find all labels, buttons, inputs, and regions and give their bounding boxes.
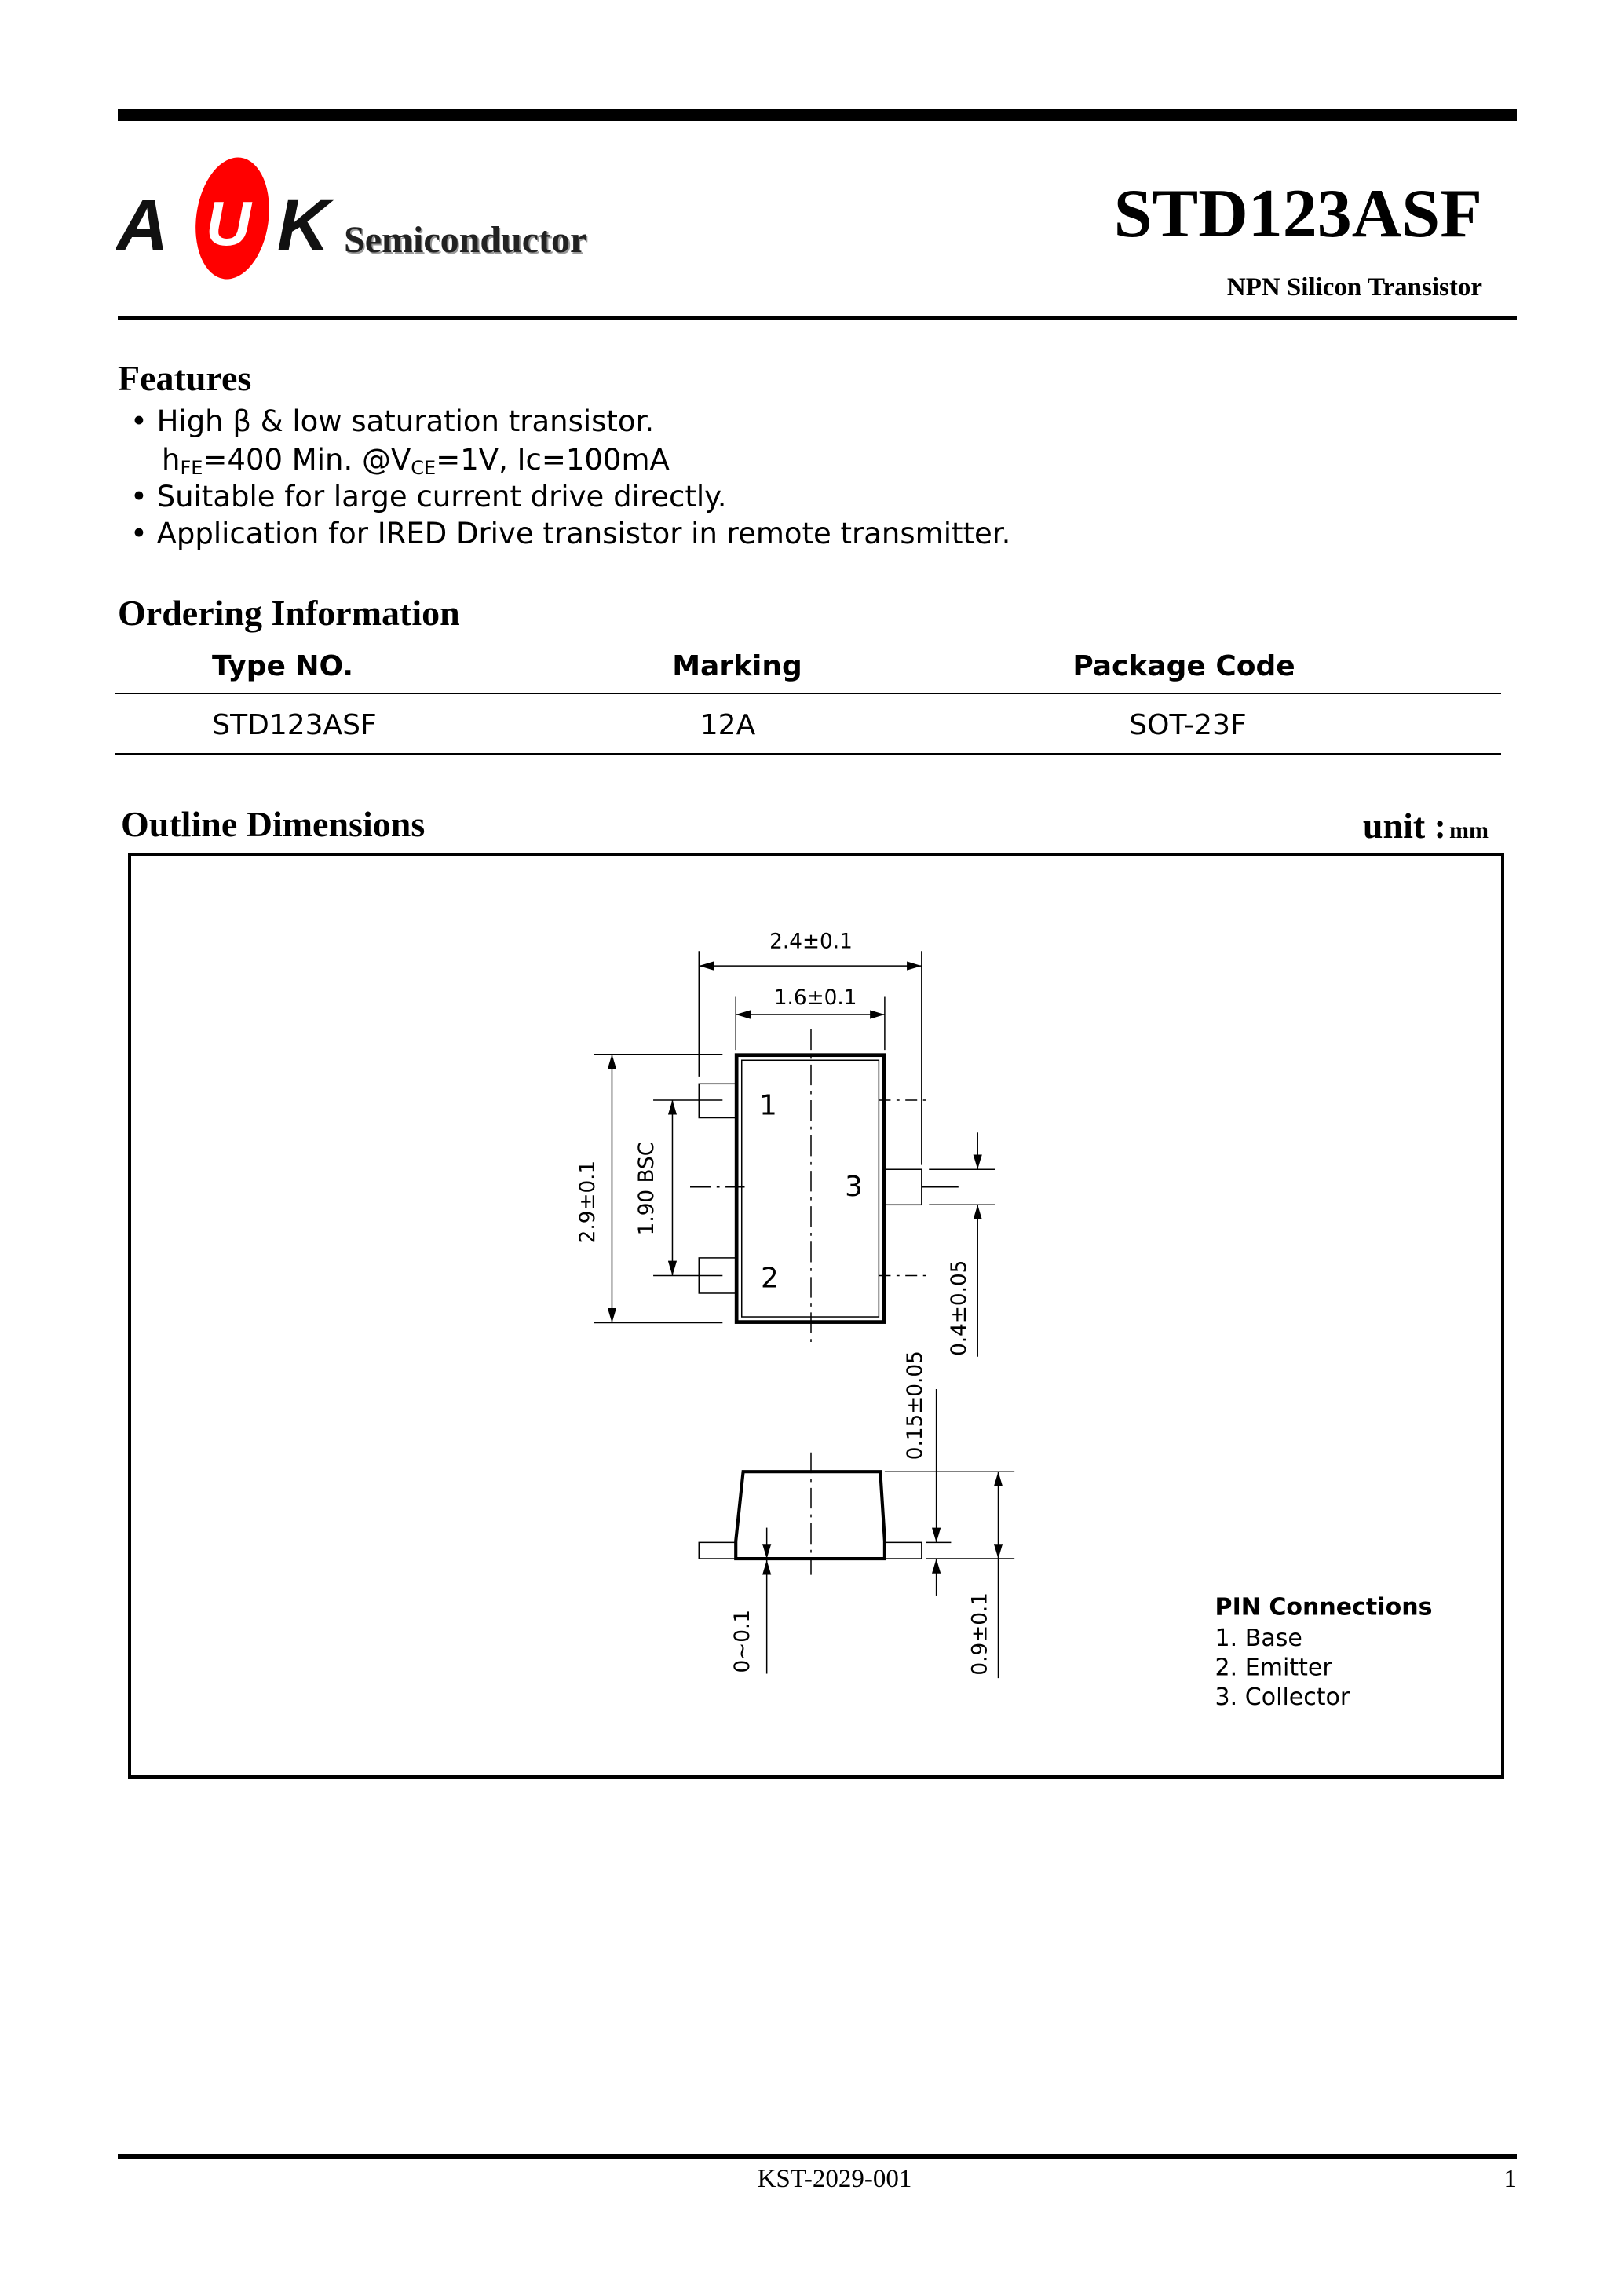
column-header-type: Type NO. — [211, 650, 354, 682]
page-number: 1 — [1503, 2165, 1518, 2193]
dim-lead-thickness: 0.15±0.05 — [904, 1351, 927, 1460]
table-cell-marking: 12A — [700, 709, 756, 741]
part-number: STD123ASF — [1113, 176, 1482, 252]
hfe-mid: =400 Min. @V — [203, 443, 411, 477]
bullet: • — [130, 480, 148, 514]
table-cell-type: STD123ASF — [212, 709, 377, 741]
feature-item: • High β & low saturation transistor. — [130, 407, 654, 436]
top-view — [594, 951, 995, 1357]
pin-connection-item: 3. Collector — [1215, 1684, 1350, 1711]
bullet: • — [130, 517, 148, 550]
unit-value: mm — [1449, 817, 1489, 843]
dimension-labels: 2.4±0.1 1.6±0.1 2.9±0.1 1.90 BSC 0.4±0.0… — [576, 930, 992, 1676]
dim-width-total: 2.4±0.1 — [769, 930, 853, 954]
feature-item: • Suitable for large current drive direc… — [130, 482, 727, 511]
dim-height: 0.9±0.1 — [968, 1592, 992, 1676]
column-header-marking: Marking — [672, 650, 802, 682]
bullet: • — [130, 404, 148, 438]
company-logo: A U K Semiconductor — [115, 157, 603, 283]
unit-label: unit : mm — [1363, 805, 1489, 846]
pin-label-2: 2 — [761, 1262, 779, 1294]
pin-1 — [698, 1083, 736, 1119]
hfe-end: =1V, Ic=100mA — [436, 443, 670, 477]
feature-item: • Application for IRED Drive transistor … — [130, 519, 1010, 548]
pin-3 — [884, 1168, 922, 1206]
company-name: Semiconductor — [344, 219, 587, 261]
dim-width-body: 1.6±0.1 — [774, 986, 857, 1010]
vce-subscript: CE — [411, 457, 437, 479]
pin-connections: PIN Connections 1. Base 2. Emitter 3. Co… — [1215, 1593, 1433, 1711]
table-cell-package: SOT-23F — [1129, 709, 1247, 741]
pin-connections-title: PIN Connections — [1215, 1593, 1433, 1621]
column-header-package: Package Code — [1072, 650, 1295, 682]
ordering-heading: Ordering Information — [118, 593, 460, 633]
feature-hfe-line: hFE=400 Min. @VCE=1V, Ic=100mA — [162, 445, 670, 477]
hfe-subscript: FE — [180, 457, 203, 479]
outline-box — [128, 853, 1504, 1779]
outline-heading: Outline Dimensions — [121, 804, 426, 844]
table-header-rule — [115, 693, 1501, 694]
pin-label-1: 1 — [759, 1090, 777, 1122]
part-subtitle: NPN Silicon Transistor — [1226, 273, 1482, 302]
header-rule — [118, 316, 1517, 320]
svg-text:U: U — [206, 188, 253, 258]
doc-number: KST-2029-001 — [757, 2165, 912, 2193]
feature-text: Application for IRED Drive transistor in… — [156, 517, 1011, 550]
dim-lead-width: 0.4±0.05 — [948, 1260, 971, 1356]
footer-rule — [118, 2154, 1517, 2159]
unit-prefix: unit : — [1362, 806, 1447, 846]
feature-text: High β & low saturation transistor. — [156, 404, 655, 438]
dim-height-total: 2.9±0.1 — [576, 1161, 600, 1244]
side-view — [698, 1389, 1015, 1679]
dim-pitch: 1.90 BSC — [635, 1142, 659, 1235]
feature-text: Suitable for large current drive directl… — [156, 480, 727, 514]
auk-logo-icon: A U K — [115, 157, 334, 280]
table-bottom-rule — [115, 753, 1501, 755]
package-body — [734, 1053, 886, 1324]
dim-standoff: 0~0.1 — [731, 1610, 754, 1673]
pin-label-3: 3 — [845, 1171, 863, 1203]
pin-connection-item: 1. Base — [1215, 1625, 1302, 1652]
top-rule — [118, 109, 1517, 121]
hfe-h: h — [162, 443, 181, 477]
pin-connection-item: 2. Emitter — [1215, 1654, 1333, 1681]
features-heading: Features — [118, 358, 252, 398]
package-side-body — [734, 1470, 886, 1561]
svg-text:A: A — [116, 185, 168, 265]
svg-text:K: K — [277, 185, 334, 265]
